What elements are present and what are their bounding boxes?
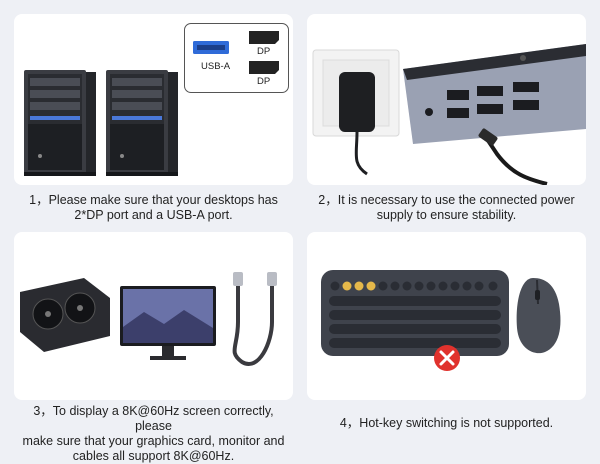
mouse-icon bbox=[516, 278, 561, 354]
displayport-icon-1 bbox=[249, 31, 279, 44]
caption-line: 3，To display a 8K@60Hz screen correctly,… bbox=[33, 404, 274, 433]
keyboard-icon bbox=[321, 270, 509, 356]
kvm-dock-device bbox=[403, 44, 586, 144]
caption-power-supply: 2，It is necessary to use the connected p… bbox=[307, 193, 586, 223]
usb-a-label: USB-A bbox=[201, 61, 231, 72]
caption-line: supply to ensure stability. bbox=[376, 208, 517, 222]
8k-hardware-illustration bbox=[20, 272, 277, 366]
panel-desktops: USB-A DP DP bbox=[14, 14, 293, 185]
keyboard-mouse-illustration bbox=[321, 270, 561, 371]
red-x-icon bbox=[434, 345, 460, 371]
dc-power-cable bbox=[478, 128, 548, 185]
usb-a-port-icon bbox=[193, 41, 229, 54]
dp-label-1: DP bbox=[257, 46, 271, 57]
caption-line: 4，Hot-key switching is not supported. bbox=[339, 416, 554, 430]
monitor-icon bbox=[120, 286, 216, 360]
power-adapter-icon bbox=[339, 72, 375, 176]
caption-line: 1，Please make sure that your desktops ha… bbox=[29, 193, 278, 207]
caption-line: cables all support 8K@60Hz. bbox=[72, 449, 235, 463]
dp-label-2: DP bbox=[257, 76, 271, 87]
panel-hotkey bbox=[307, 232, 586, 400]
graphics-card-icon bbox=[20, 278, 110, 352]
desktop-tower-2 bbox=[106, 70, 178, 176]
caption-line: make sure that your graphics card, monit… bbox=[22, 434, 285, 448]
port-callout: USB-A DP DP bbox=[184, 23, 289, 93]
panel-power-supply bbox=[307, 14, 586, 185]
caption-desktop-ports: 1，Please make sure that your desktops ha… bbox=[14, 193, 293, 223]
port-icons bbox=[193, 31, 279, 74]
desktop-towers-illustration bbox=[24, 70, 178, 176]
caption-line: 2*DP port and a USB-A port. bbox=[74, 208, 233, 222]
panel-8k-requirements bbox=[14, 232, 293, 400]
displayport-icon-2 bbox=[249, 61, 279, 74]
power-supply-illustration bbox=[312, 44, 586, 185]
caption-line: 2，It is necessary to use the connected p… bbox=[318, 193, 575, 207]
caption-hotkey: 4，Hot-key switching is not supported. bbox=[307, 416, 586, 431]
caption-8k-requirements: 3，To display a 8K@60Hz screen correctly,… bbox=[14, 404, 293, 464]
usb-c-cable-icon bbox=[232, 272, 277, 366]
desktop-tower-1 bbox=[24, 70, 96, 176]
